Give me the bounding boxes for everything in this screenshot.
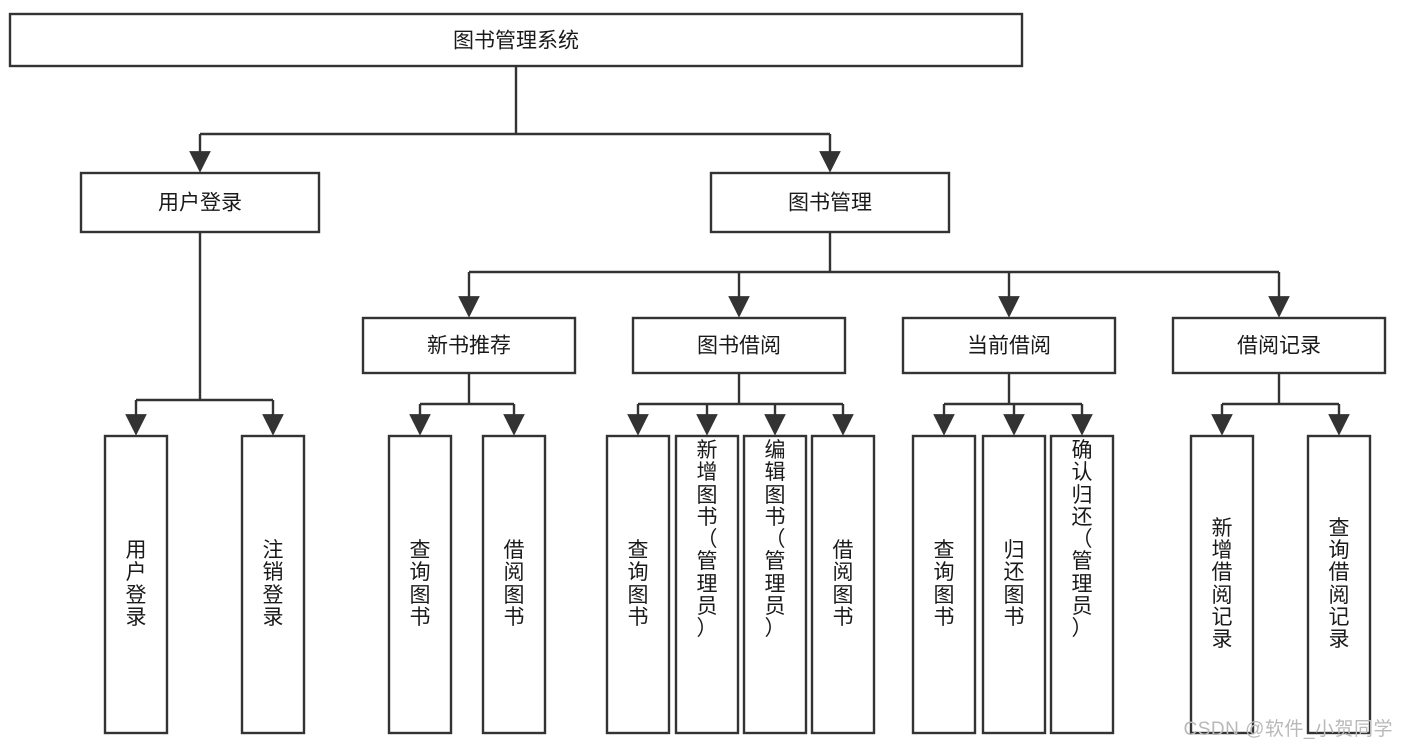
user-login-label: 用户登录 xyxy=(158,192,242,215)
leaf-query-book-1-box[interactable] xyxy=(387,434,453,735)
current-borrow-box[interactable] xyxy=(901,316,1117,375)
book-borrow-box[interactable] xyxy=(631,316,847,375)
node-current-borrow[interactable]: 当前借阅 xyxy=(901,316,1117,375)
new-book-recommend-box[interactable] xyxy=(361,316,577,375)
node-book-manage[interactable]: 图书管理 xyxy=(709,171,951,234)
leaf-query-book-2-box[interactable] xyxy=(605,434,671,735)
leaf-borrow-book-2-box[interactable] xyxy=(810,434,876,735)
leaf-return-book-box[interactable] xyxy=(981,434,1047,735)
new-book-recommend-label: 新书推荐 xyxy=(427,335,511,358)
leaf-logout-login-box[interactable] xyxy=(240,434,306,735)
user-login-box[interactable] xyxy=(79,171,321,234)
leaf-confirm-return-admin-box[interactable] xyxy=(1049,434,1115,735)
node-root[interactable]: 图书管理系统 xyxy=(8,12,1024,68)
leaf-edit-book-admin-box[interactable] xyxy=(742,434,808,735)
leaf-borrow-book-1-box[interactable] xyxy=(481,434,547,735)
leaf-add-book-admin-box[interactable] xyxy=(674,434,740,735)
leaf-add-borrow-record-box[interactable] xyxy=(1189,434,1255,735)
leaf-box-layer xyxy=(103,434,1372,735)
node-user-login[interactable]: 用户登录 xyxy=(79,171,321,234)
borrow-record-label: 借阅记录 xyxy=(1237,335,1321,358)
connector-layer xyxy=(125,66,1350,436)
book-manage-box[interactable] xyxy=(709,171,951,234)
leaf-user-login-box[interactable] xyxy=(103,434,169,735)
leaf-query-book-3-box[interactable] xyxy=(911,434,977,735)
root-label: 图书管理系统 xyxy=(453,30,579,53)
borrow-record-box[interactable] xyxy=(1171,316,1387,375)
leaf-query-borrow-record-box[interactable] xyxy=(1306,434,1372,735)
current-borrow-label: 当前借阅 xyxy=(967,335,1051,358)
node-new-book-recommend[interactable]: 新书推荐 xyxy=(361,316,577,375)
node-borrow-record[interactable]: 借阅记录 xyxy=(1171,316,1387,375)
node-book-borrow[interactable]: 图书借阅 xyxy=(631,316,847,375)
book-manage-label: 图书管理 xyxy=(788,192,872,215)
root-box[interactable] xyxy=(8,12,1024,68)
book-borrow-label: 图书借阅 xyxy=(697,335,781,358)
